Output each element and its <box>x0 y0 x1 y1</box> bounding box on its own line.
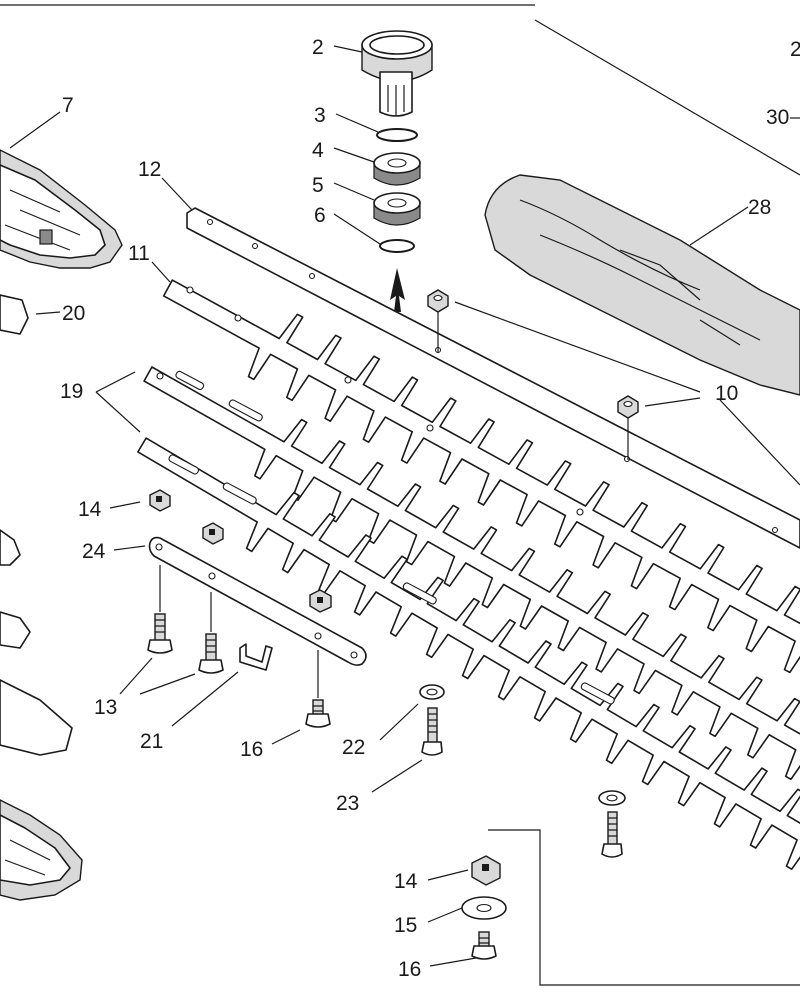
nut-lower <box>617 395 639 460</box>
callout-2-right: 2 <box>790 38 800 61</box>
guide-bar <box>186 207 800 549</box>
callout-22: 22 <box>342 736 365 759</box>
callout-16-main: 16 <box>240 738 263 761</box>
callout-14-inset: 14 <box>394 870 418 893</box>
callout-28: 28 <box>748 196 771 219</box>
callout-2: 2 <box>312 36 324 59</box>
snap-ring-lower <box>379 239 415 253</box>
ball-bearing-upper <box>373 152 421 186</box>
snap-ring-upper <box>376 128 418 142</box>
callout-7: 7 <box>62 94 74 117</box>
inset-box-border <box>488 829 800 986</box>
short-bolt-1 <box>305 699 331 728</box>
blade-clip <box>239 643 273 671</box>
long-bolt-right <box>601 811 623 858</box>
callout-13: 13 <box>94 696 117 719</box>
gearbox-housing <box>0 149 123 269</box>
callout-11: 11 <box>128 242 150 265</box>
frame-line-right <box>534 19 800 176</box>
callout-4: 4 <box>312 139 324 162</box>
callout-5: 5 <box>312 174 324 197</box>
callout-24: 24 <box>82 540 106 563</box>
inset-bolt <box>471 931 497 960</box>
callout-15: 15 <box>394 914 417 937</box>
washer-right <box>598 790 626 806</box>
assembly-arrow <box>390 268 405 312</box>
retainer-plate <box>148 536 367 666</box>
bolt-2 <box>198 633 224 674</box>
bottom-housing-left <box>0 799 83 901</box>
blade-cover <box>484 174 800 396</box>
callout-19: 19 <box>60 380 83 403</box>
spacer-3 <box>309 589 332 613</box>
shim-plate <box>0 294 29 335</box>
upper-blade <box>162 279 800 674</box>
callout-23: 23 <box>336 792 359 815</box>
crank-gear <box>361 30 433 117</box>
washer-center <box>419 684 445 700</box>
callout-30: 30 <box>766 106 789 129</box>
callout-20: 20 <box>62 302 85 325</box>
callout-3: 3 <box>314 104 326 127</box>
callout-12: 12 <box>138 158 161 181</box>
callout-leaders <box>9 45 800 967</box>
bolt-1 <box>147 613 173 654</box>
callout-14-main: 14 <box>78 498 102 521</box>
lower-plate-left-1 <box>0 529 21 566</box>
callout-10: 10 <box>715 382 738 405</box>
inset-washer <box>461 896 507 920</box>
nut-upper <box>427 289 449 352</box>
inset-spacer <box>471 855 501 886</box>
ball-bearing-lower <box>373 192 421 226</box>
lower-blade-2 <box>137 437 800 870</box>
spacer-2 <box>202 522 224 545</box>
callout-21: 21 <box>140 730 163 753</box>
spacer-1 <box>149 489 171 512</box>
lower-plate-left-2 <box>0 611 31 649</box>
lower-cover-left <box>0 679 73 756</box>
callout-6: 6 <box>314 204 326 227</box>
long-bolt-center <box>421 707 443 756</box>
lower-blade-1 <box>143 366 800 781</box>
callout-16-inset: 16 <box>398 958 421 981</box>
